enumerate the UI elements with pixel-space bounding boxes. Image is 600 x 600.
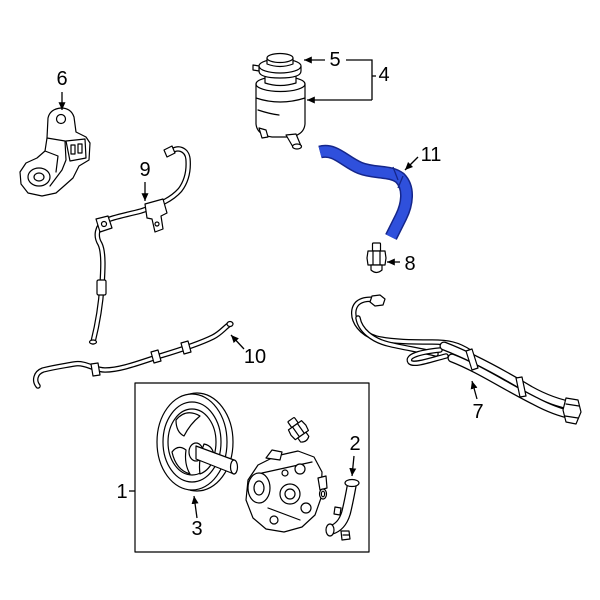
bracket-slot [70, 144, 76, 155]
part-5-cap [252, 52, 302, 79]
elbow-tube-inner [329, 483, 356, 534]
callout-11: 11 [421, 144, 442, 166]
bracket-bolt-hole [55, 113, 67, 125]
callout-8: 8 [404, 253, 415, 275]
pump-assembly-box [134, 382, 370, 553]
elbow-top-collar [344, 478, 360, 488]
pump-top-nub [265, 449, 283, 461]
hose-clamp [465, 348, 479, 371]
pipe-bracket-hole [154, 221, 160, 227]
valve-hex-body [366, 250, 387, 266]
o-ring-outer [318, 488, 328, 500]
pump-body-edge [261, 461, 313, 521]
callout-3: 3 [191, 518, 202, 540]
callout-6: 6 [56, 68, 67, 90]
callout-5: 5 [329, 49, 340, 71]
leader-2 [349, 455, 357, 477]
pulley-spoke-window [175, 412, 201, 437]
pipe-end [226, 320, 234, 328]
pipe-end-fitting [163, 145, 176, 158]
leader-4-bracket [346, 59, 373, 100]
part-2-elbow-fitting [325, 478, 360, 537]
pump-bolt-boss [300, 502, 312, 514]
part-10-pipe [32, 320, 234, 389]
pipe-loop-inner [407, 348, 448, 365]
leader-10 [230, 334, 245, 350]
part-8-valve [366, 242, 387, 274]
part-9-pipe [88, 145, 191, 345]
pump-housing [245, 449, 328, 533]
pipe-clip [90, 362, 101, 377]
bracket-mount-hole [33, 172, 45, 182]
pump-bolt-boss [294, 463, 306, 475]
part-11-hose-highlighted [318, 144, 413, 240]
fitting-hex [287, 420, 310, 441]
pump-shaft-end [229, 459, 239, 475]
part-4-reservoir [255, 71, 306, 150]
fitting-tip [297, 431, 310, 443]
valve-hex-edge [372, 250, 381, 266]
pulley-spoke-window [171, 446, 191, 475]
pump-side-nub [317, 475, 328, 491]
leader-7 [470, 380, 478, 400]
reservoir-rib [255, 97, 306, 103]
reservoir-outlet-end [291, 143, 303, 150]
callout-10: 10 [244, 346, 266, 368]
part-7-hose-assembly [351, 294, 582, 425]
fitting-hex-edge [291, 422, 305, 438]
cap-tab [252, 64, 260, 72]
pipe-clip [150, 349, 162, 364]
reservoir-rib [257, 109, 280, 116]
pump-bolt-boss [281, 469, 289, 477]
callout-4: 4 [378, 64, 389, 86]
pump-o-ring [318, 488, 328, 500]
hose-body [318, 146, 412, 240]
pipe-nut [369, 294, 386, 307]
hose-joint-line [392, 166, 404, 189]
part-3-pulley [156, 392, 239, 492]
pump-pressure-fitting [287, 417, 310, 443]
hose-end-fitting-edge [564, 403, 580, 419]
pipe-clip-bolt [100, 220, 108, 228]
bracket-edge [44, 137, 67, 187]
leader-11 [404, 156, 419, 171]
callout-2: 2 [349, 433, 360, 455]
pipe-sleeve [96, 279, 107, 296]
hose-clamp [515, 376, 527, 398]
callout-9: 9 [139, 159, 150, 181]
pipe-bracket [144, 198, 168, 233]
part-6-bracket [19, 107, 91, 197]
hose-upper-inner [440, 342, 578, 410]
pipe-flare-end [88, 339, 98, 345]
reservoir-nub [258, 127, 269, 139]
elbow-bottom-flange [325, 523, 335, 537]
callout-7: 7 [472, 401, 483, 423]
o-ring-inner [320, 490, 326, 498]
pipe-clip [180, 340, 192, 355]
elbow-side-nub [333, 506, 342, 516]
leader-3 [191, 495, 199, 519]
bracket-slot [77, 143, 83, 154]
cap-knob-top [266, 52, 294, 64]
pipe-inner [34, 322, 232, 388]
pump-front-bore [253, 480, 265, 496]
pump-bolt-boss [269, 515, 279, 525]
valve-nipple [371, 242, 382, 252]
bracket-flange [65, 138, 87, 162]
valve-tip [370, 264, 383, 274]
pump-port-bore [284, 488, 296, 500]
callout-1: 1 [116, 481, 127, 503]
